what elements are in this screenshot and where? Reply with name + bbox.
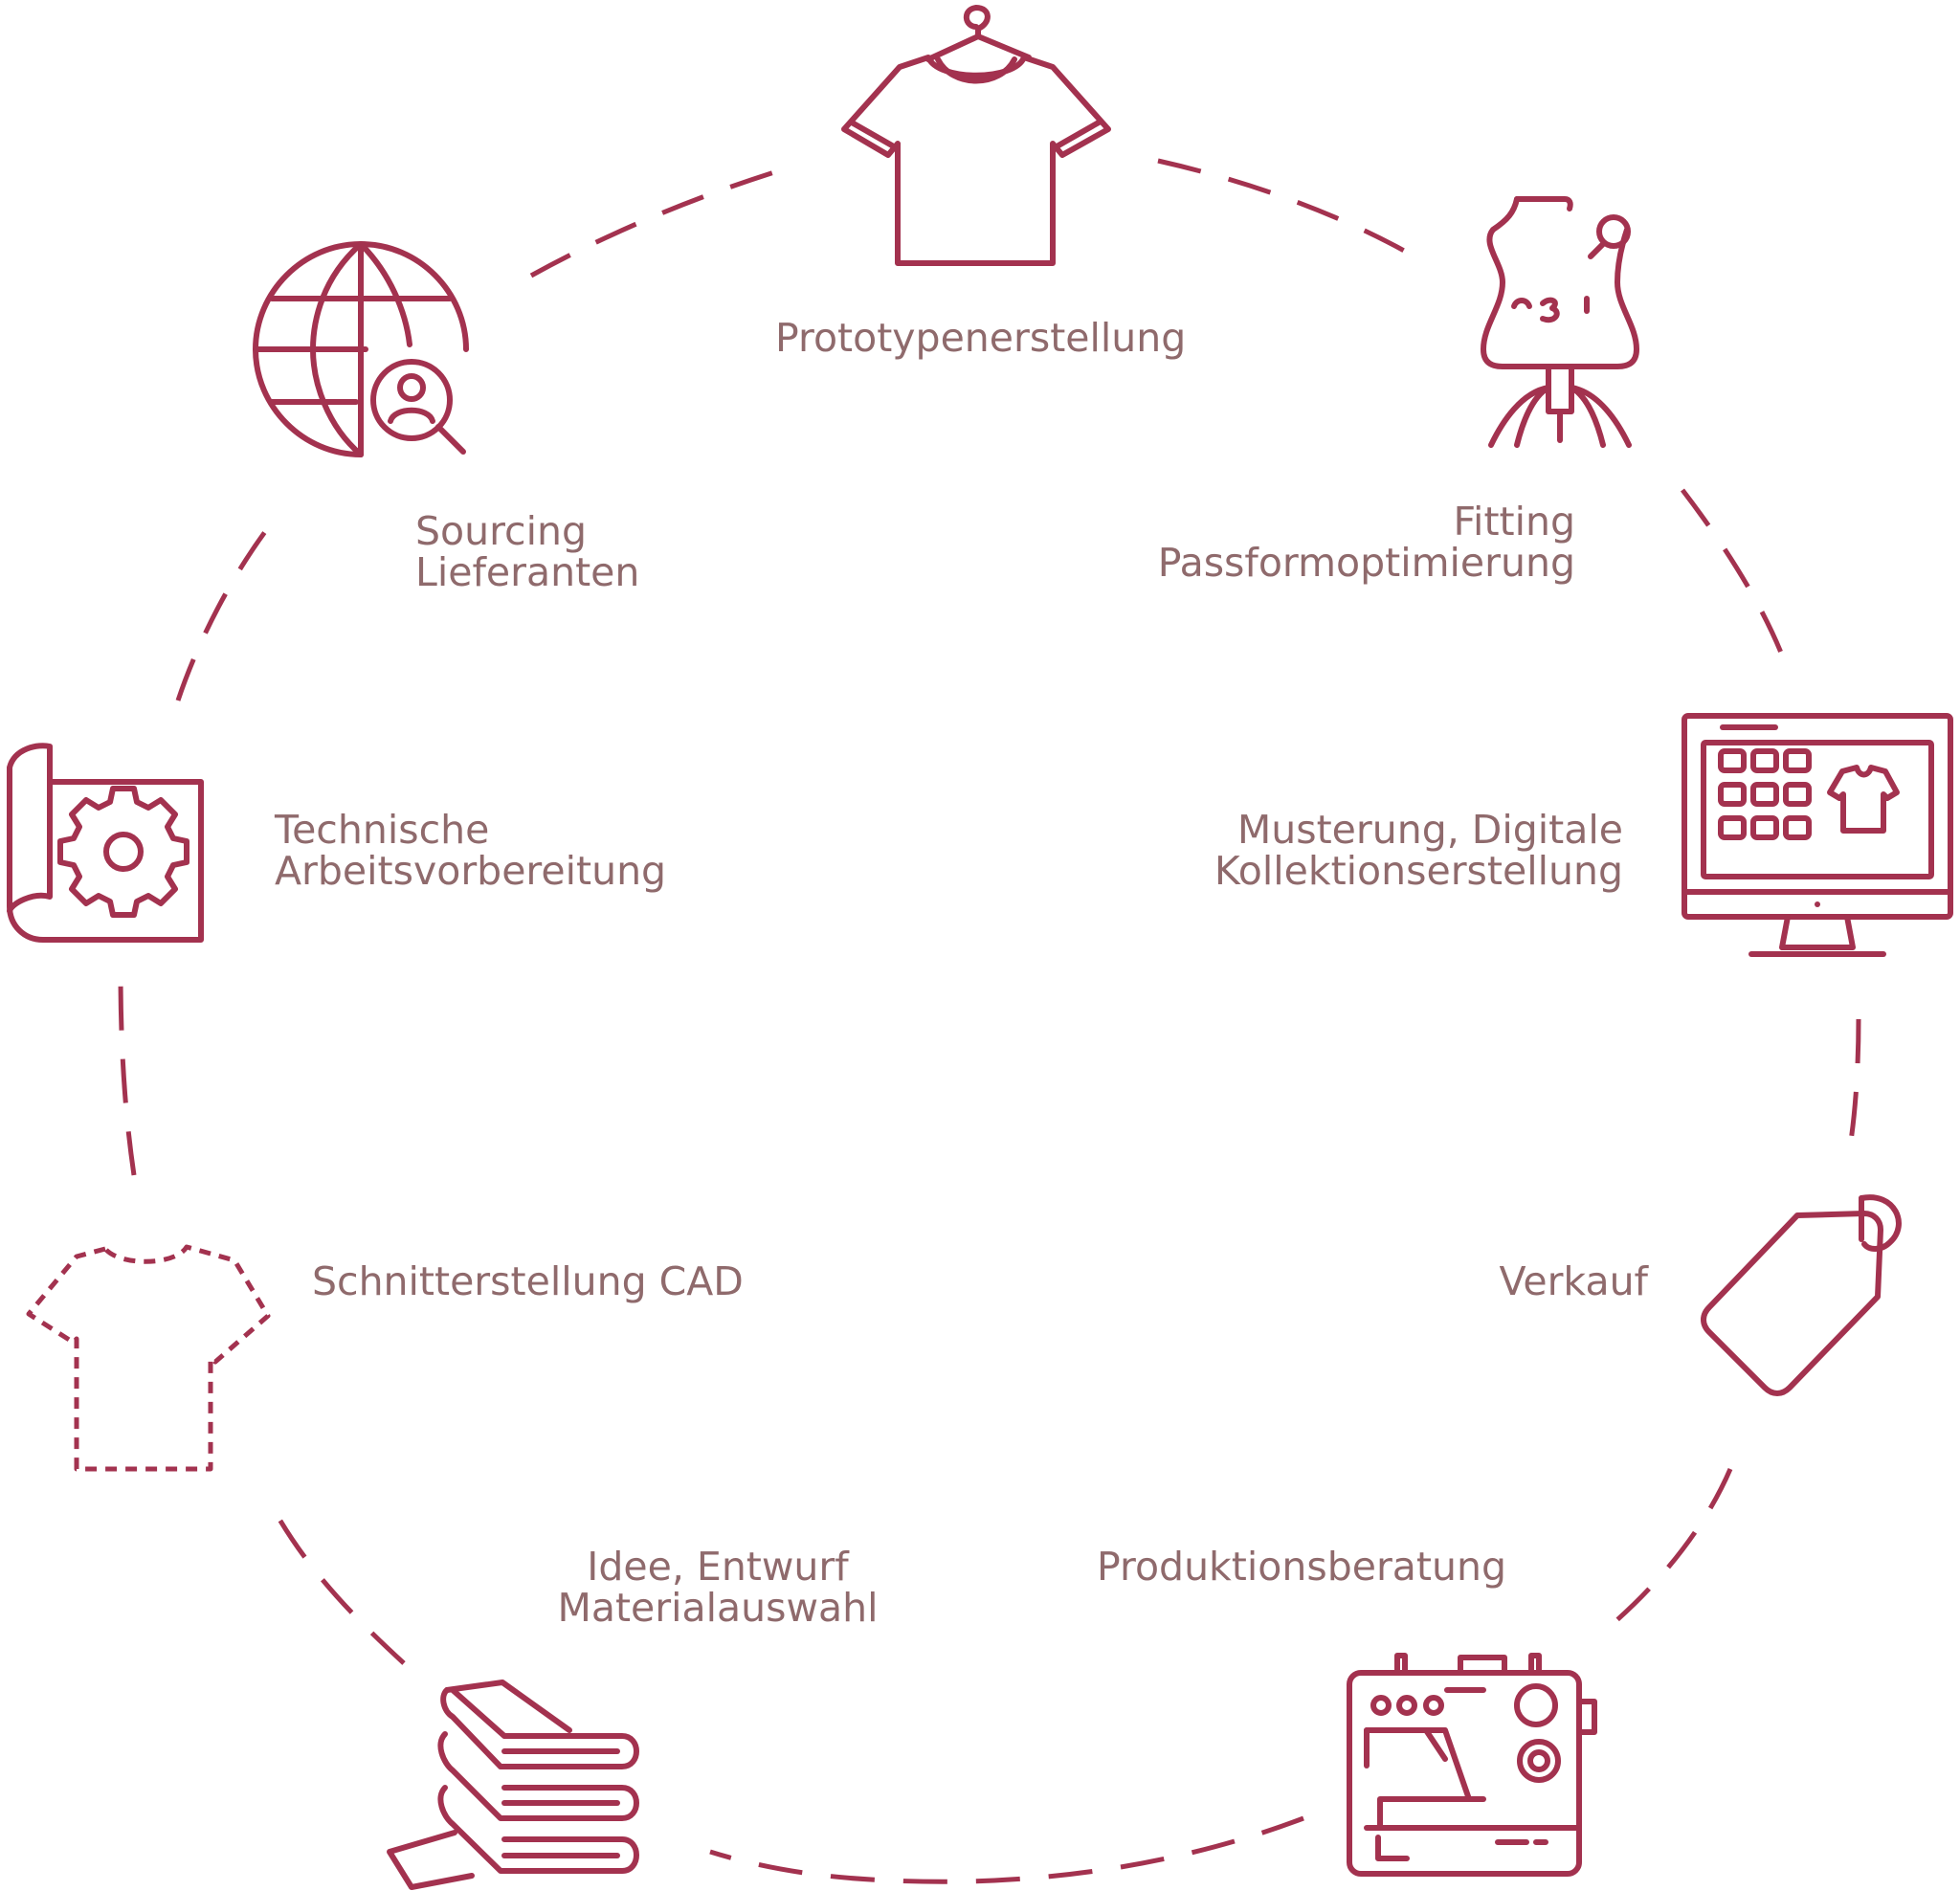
ring-segment: [1598, 1468, 1733, 1636]
label-line: Sourcing: [415, 508, 587, 554]
ring-segment: [267, 1501, 406, 1665]
label-sales: Verkauf: [1340, 1261, 1648, 1302]
label-line: Musterung, Digitale: [1236, 807, 1623, 853]
label-line: Idee, Entwurf: [587, 1544, 849, 1590]
label-technical: Technische Arbeitsvorbereitung: [275, 810, 666, 892]
label-line: Kollektionserstellung: [1214, 848, 1623, 894]
label-prototyping: Prototypenerstellung: [775, 318, 1186, 359]
label-fitting: Fitting Passformoptimierung: [1091, 501, 1575, 584]
label-line: Verkauf: [1499, 1258, 1648, 1304]
label-line: Passformoptimierung: [1157, 540, 1575, 586]
ring-segment: [118, 970, 137, 1176]
label-line: Produktionsberatung: [1097, 1544, 1506, 1590]
ring-segment: [1846, 1018, 1861, 1154]
label-line: Technische: [275, 807, 490, 853]
label-line: Fitting: [1453, 499, 1575, 545]
ring-segment: [529, 165, 791, 278]
label-line: Prototypenerstellung: [775, 315, 1187, 361]
label-line: Schnitterstellung CAD: [312, 1258, 744, 1304]
monitor-collection-icon: [1682, 713, 1953, 957]
price-tag-icon: [1701, 1194, 1902, 1396]
ring-segment: [1681, 488, 1788, 663]
label-line: Arbeitsvorbereitung: [275, 848, 667, 894]
label-pattern: Schnitterstellung CAD: [312, 1261, 744, 1302]
tshirt-hanger-icon: [841, 5, 1111, 266]
fabric-stack-icon: [387, 1680, 639, 1890]
sewing-machine-icon: [1347, 1653, 1597, 1877]
ring-segment: [709, 1815, 1304, 1884]
label-sourcing: Sourcing Lieferanten: [415, 511, 639, 593]
blueprint-gear-icon: [7, 743, 204, 943]
globe-search-icon: [253, 241, 469, 457]
label-production: Produktionsberatung: [1097, 1546, 1506, 1588]
label-line: Lieferanten: [415, 549, 640, 595]
dashed-tshirt-icon: [26, 1244, 271, 1472]
label-idea: Idee, Entwurf Materialauswahl: [536, 1546, 900, 1629]
label-line: Materialauswahl: [557, 1585, 879, 1631]
ring-segment: [1157, 158, 1416, 259]
label-sampling: Musterung, Digitale Kollektionserstellun…: [1081, 810, 1623, 892]
ring-segment: [175, 520, 275, 701]
dress-form-icon: [1481, 196, 1639, 448]
